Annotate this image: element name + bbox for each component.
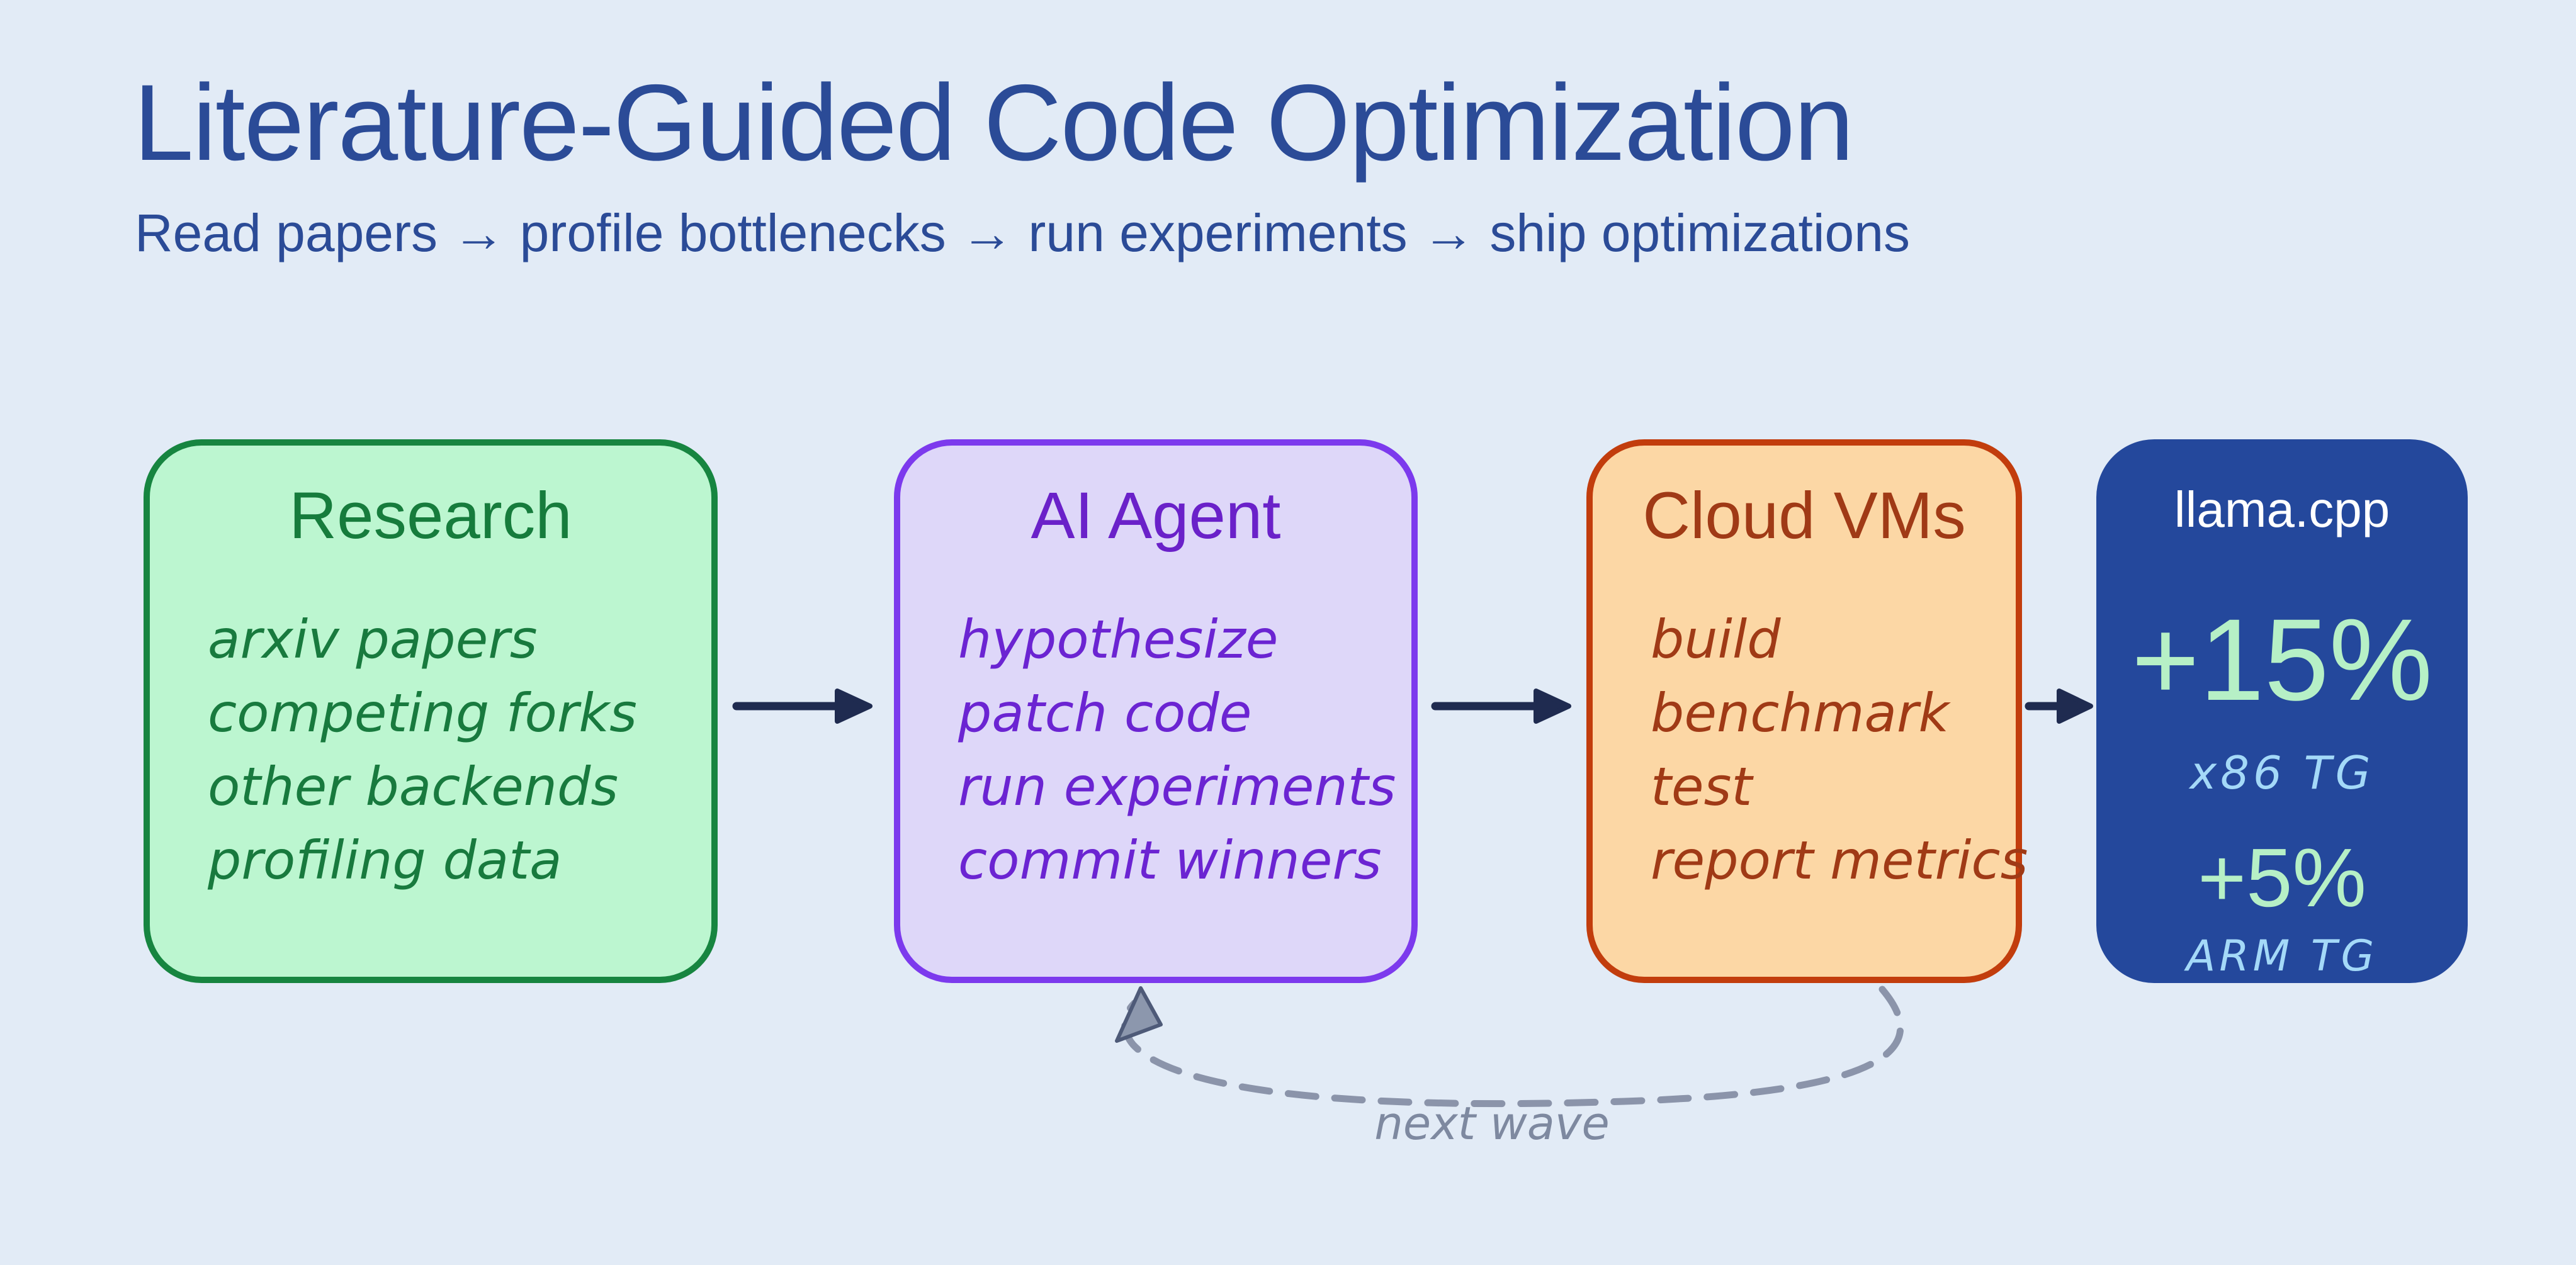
flow-arrow-agent-to-cloud: [1431, 689, 1571, 724]
card-llama-cpp: llama.cpp +15% x86 TG +5% ARM TG: [2096, 439, 2468, 983]
list-item: patch code: [958, 682, 1252, 744]
card-research-title: Research: [289, 479, 572, 553]
card-ai-agent: AI Agent hypothesize patch code run expe…: [894, 439, 1418, 983]
list-item: other backends: [208, 756, 619, 818]
loop-arrow-next-wave: [1115, 986, 1904, 1108]
list-item: hypothesize: [958, 609, 1279, 670]
metric-x86-value: +15%: [2131, 595, 2433, 725]
list-item: profiling data: [208, 829, 562, 891]
card-cloud-vms-items: build benchmark test report metrics: [1651, 603, 2028, 897]
flow-arrow-research-to-agent: [732, 689, 873, 724]
card-ai-agent-items: hypothesize patch code run experiments c…: [958, 603, 1399, 897]
loop-arrowhead-icon: [1115, 986, 1163, 1043]
list-item: arxiv papers: [208, 609, 538, 670]
page-subtitle: Read papers → profile bottlenecks → run …: [135, 203, 1910, 262]
flow-arrow-cloud-to-llama: [2025, 689, 2093, 724]
metric-x86-label: x86 TG: [2189, 746, 2375, 799]
page-title: Literature-Guided Code Optimization: [133, 62, 1854, 183]
metric-arm-label: ARM TG: [2186, 931, 2378, 981]
card-research-items: arxiv papers competing forks other backe…: [208, 603, 699, 897]
metric-arm-value: +5%: [2198, 831, 2366, 924]
card-cloud-vms-title: Cloud VMs: [1642, 479, 1966, 553]
list-item: competing forks: [208, 682, 637, 744]
card-research: Research arxiv papers competing forks ot…: [144, 439, 718, 983]
loop-label: next wave: [1374, 1097, 1610, 1150]
list-item: build: [1651, 609, 1781, 670]
list-item: test: [1651, 756, 1753, 818]
card-ai-agent-title: AI Agent: [1031, 479, 1281, 553]
list-item: benchmark: [1651, 682, 1950, 744]
card-llama-cpp-title: llama.cpp: [2174, 481, 2390, 537]
list-item: report metrics: [1651, 829, 2028, 891]
list-item: commit winners: [958, 829, 1382, 891]
card-cloud-vms: Cloud VMs build benchmark test report me…: [1586, 439, 2028, 983]
list-item: run experiments: [958, 756, 1396, 818]
